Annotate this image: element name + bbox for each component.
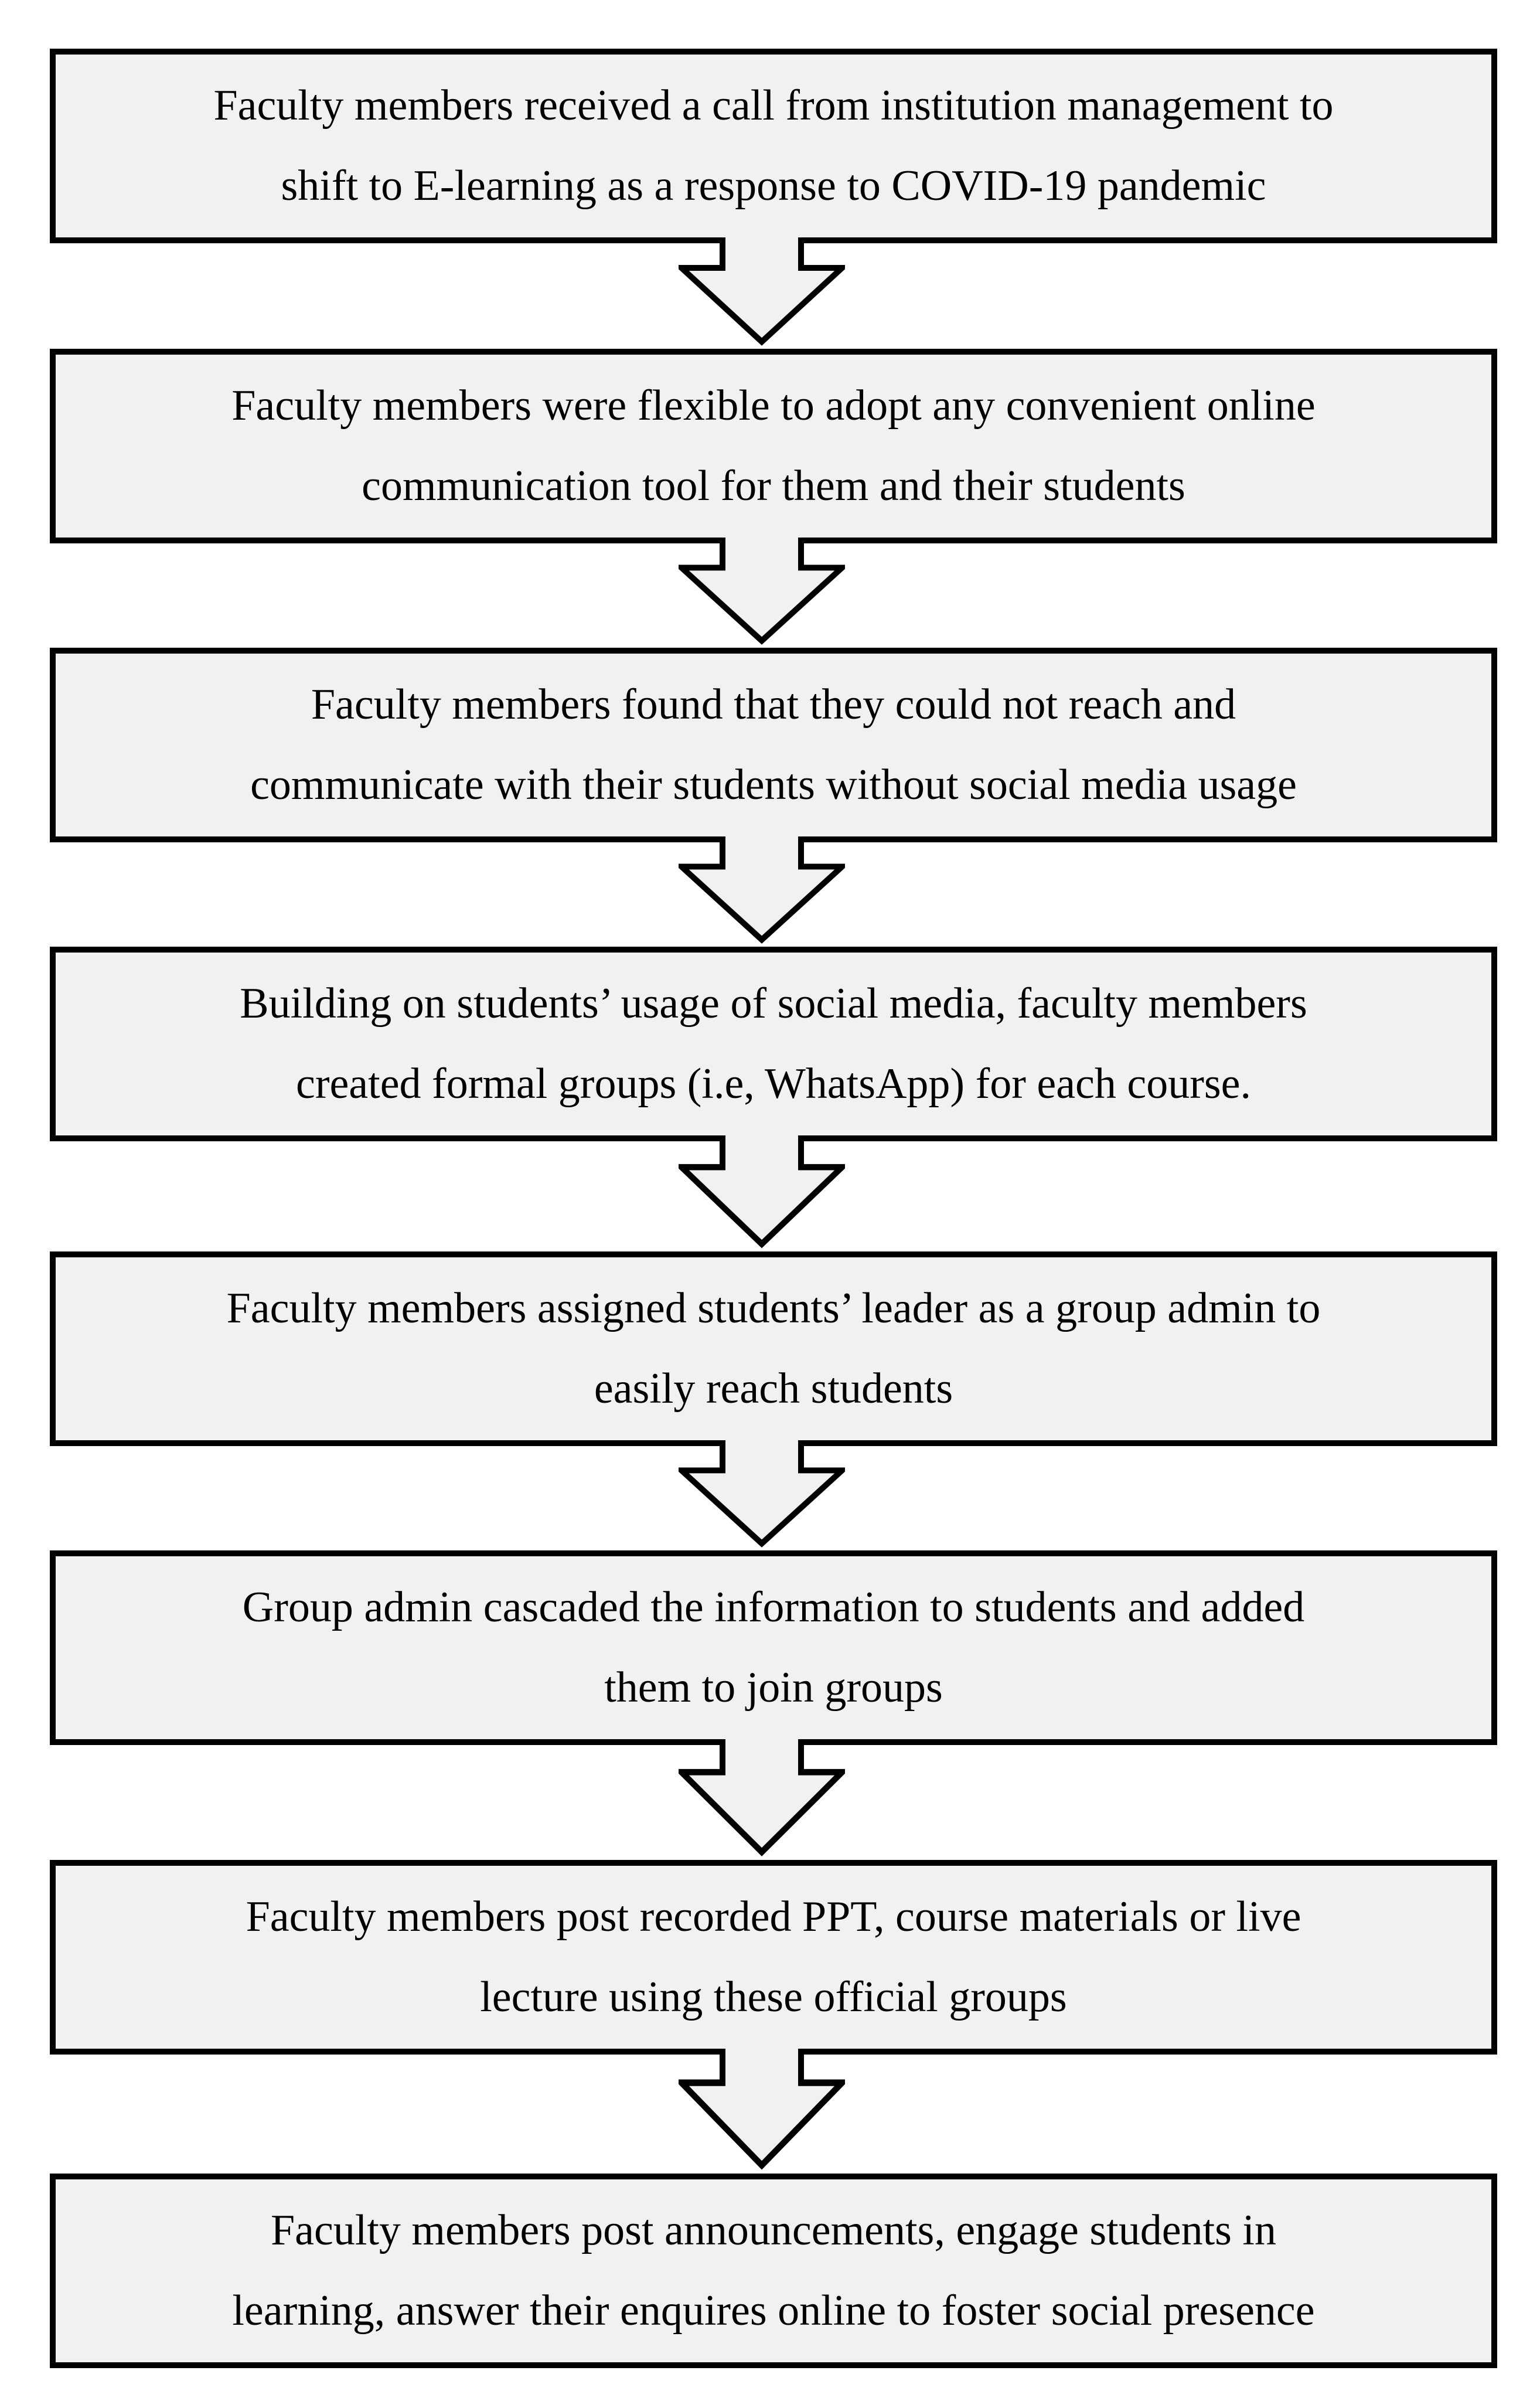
flow-step-3-text: Faculty members found that they could no… (250, 681, 1297, 809)
flow-step-4: Building on students’ usage of social me… (50, 947, 1497, 1141)
down-arrow-icon (679, 1135, 845, 1249)
down-arrow-icon (679, 1739, 845, 1856)
flow-step-2-text: Faculty members were flexible to adopt a… (231, 382, 1316, 510)
down-arrow-icon (679, 836, 845, 944)
down-arrow-icon (679, 1440, 845, 1547)
flow-step-6-text: Group admin cascaded the information to … (242, 1583, 1305, 1712)
flow-step-6: Group admin cascaded the information to … (50, 1550, 1497, 1745)
flow-step-7: Faculty members post recorded PPT, cours… (50, 1860, 1497, 2055)
down-arrow-icon (679, 538, 845, 645)
flow-step-2: Faculty members were flexible to adopt a… (50, 349, 1497, 543)
flow-step-8: Faculty members post announcements, enga… (50, 2174, 1497, 2368)
flow-step-1: Faculty members received a call from ins… (50, 49, 1497, 243)
down-arrow-icon (679, 2049, 845, 2170)
flow-step-1-text: Faculty members received a call from ins… (213, 81, 1334, 210)
flow-step-7-text: Faculty members post recorded PPT, cours… (246, 1893, 1301, 2021)
flow-step-5: Faculty members assigned students’ leade… (50, 1251, 1497, 1446)
flow-step-8-text: Faculty members post announcements, enga… (232, 2206, 1315, 2335)
flow-step-5-text: Faculty members assigned students’ leade… (226, 1284, 1321, 1413)
down-arrow-icon (679, 237, 845, 346)
flow-step-3: Faculty members found that they could no… (50, 648, 1497, 842)
flow-step-4-text: Building on students’ usage of social me… (240, 979, 1307, 1108)
